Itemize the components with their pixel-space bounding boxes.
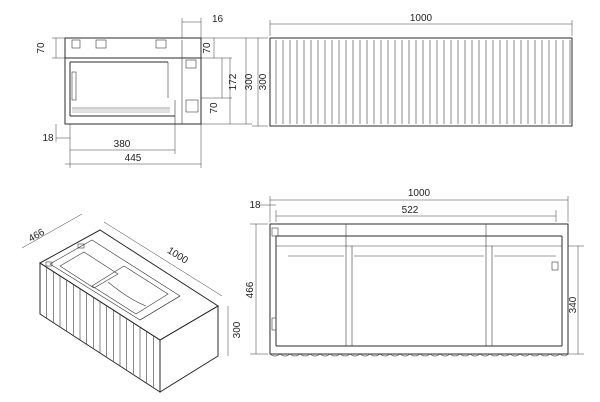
dim-iso-width: 1000 xyxy=(165,245,190,266)
dim-iso-depth: 466 xyxy=(27,227,47,245)
dim-side-height: 300 xyxy=(244,73,255,90)
plan-outline xyxy=(269,223,569,355)
side-section-view: 70 18 16 70 70 172 300 380 445 xyxy=(36,14,255,168)
top-plan-view: 1000 522 18 466 340 xyxy=(245,188,584,357)
dim-iso-height: 300 xyxy=(232,321,243,338)
dim-front-height: 300 xyxy=(258,73,269,90)
dim-side-top-rail-right: 70 xyxy=(202,42,213,54)
front-fluted-panel xyxy=(269,37,573,127)
dim-side-bottom-rail: 70 xyxy=(209,102,220,114)
front-view: 1000 300 xyxy=(252,13,573,127)
dim-side-top-offset: 16 xyxy=(212,14,224,25)
isometric-view: 466 1000 300 xyxy=(21,213,243,393)
dim-plan-depth: 466 xyxy=(245,281,256,298)
dim-side-panel: 18 xyxy=(42,133,54,144)
dim-side-inner-depth: 380 xyxy=(114,139,131,150)
dim-side-inner-height: 172 xyxy=(228,73,239,90)
dim-side-depth: 445 xyxy=(125,153,142,164)
dim-plan-panel: 18 xyxy=(249,200,261,211)
dim-plan-width: 1000 xyxy=(408,188,431,199)
dim-front-width: 1000 xyxy=(410,13,433,24)
dim-side-top-rail: 70 xyxy=(36,42,47,54)
side-cabinet-outline xyxy=(64,37,202,125)
dim-plan-inner-depth: 340 xyxy=(568,296,579,313)
dim-plan-inner-width: 522 xyxy=(402,205,419,216)
